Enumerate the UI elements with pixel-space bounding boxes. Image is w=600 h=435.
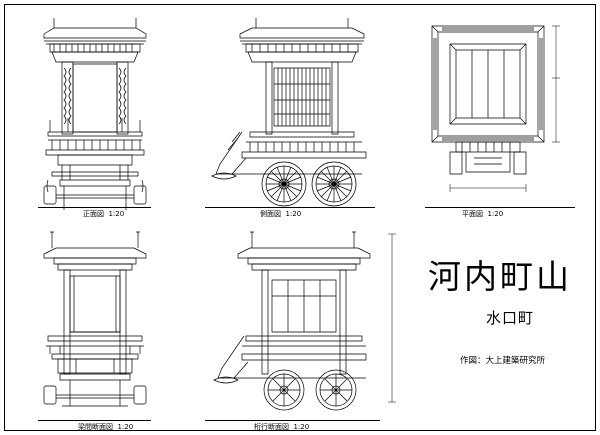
front-elevation-drawing <box>40 14 150 210</box>
girder-section-caption-underline <box>205 420 380 421</box>
front-scale: 1:20 <box>108 210 125 218</box>
plan-drawing <box>426 22 576 202</box>
beam-section-scale: 1:20 <box>117 423 134 431</box>
side-caption-underline <box>205 207 375 208</box>
drawing-title: 河内町山 <box>428 257 572 296</box>
drawing-subtitle: 水口町 <box>486 309 535 327</box>
front-label: 正面図 <box>83 210 104 218</box>
front-caption: 正面図 1:20 <box>83 210 124 218</box>
side-elevation-drawing <box>212 14 372 210</box>
girder-section-caption: 桁行断面図 1:20 <box>254 423 309 431</box>
beam-section-label: 梁間断面図 <box>78 423 113 431</box>
author-name: 大上建築研究所 <box>485 356 546 366</box>
author-label: 作図： <box>460 356 486 366</box>
beam-section-caption: 梁間断面図 1:20 <box>78 423 133 431</box>
side-scale: 1:20 <box>285 210 302 218</box>
girder-section-drawing <box>212 226 412 422</box>
plan-scale: 1:20 <box>487 210 504 218</box>
plan-caption: 平面図 1:20 <box>462 210 503 218</box>
sheet-border <box>4 4 596 431</box>
side-caption: 側面図 1:20 <box>260 210 301 218</box>
beam-section-caption-underline <box>38 420 151 421</box>
girder-section-label: 桁行断面図 <box>254 423 289 431</box>
girder-section-scale: 1:20 <box>293 423 310 431</box>
plan-label: 平面図 <box>462 210 483 218</box>
beam-section-drawing <box>40 226 150 422</box>
side-label: 側面図 <box>260 210 281 218</box>
front-caption-underline <box>38 207 151 208</box>
author-credit: 作図：大上建築研究所 <box>460 356 545 366</box>
plan-caption-underline <box>425 207 575 208</box>
